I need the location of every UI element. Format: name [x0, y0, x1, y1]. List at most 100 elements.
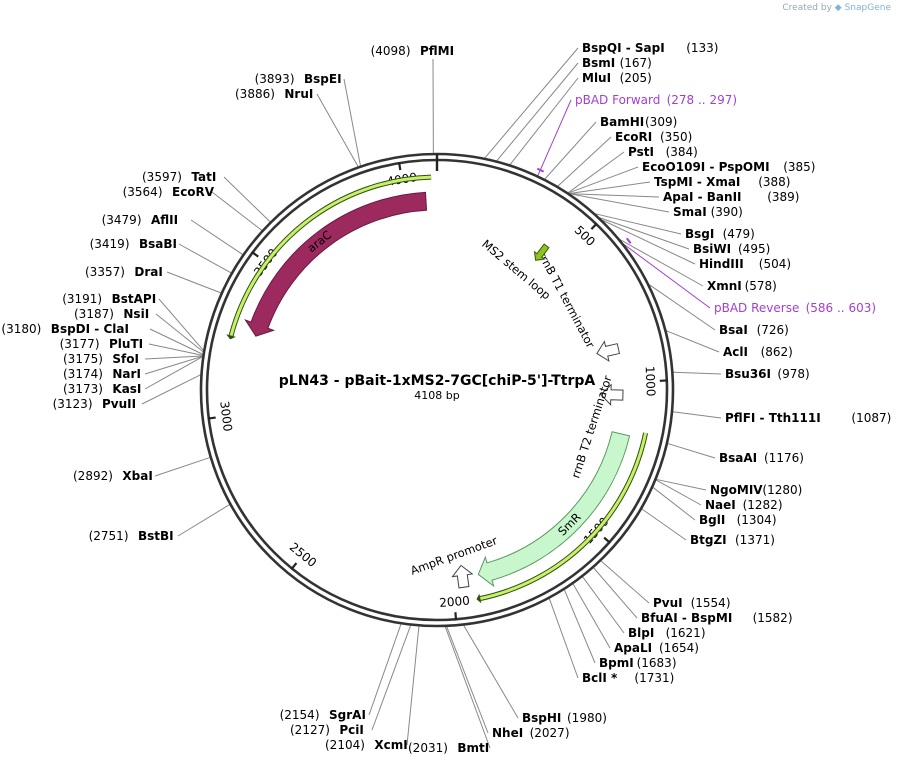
site-leader-line — [371, 625, 412, 731]
site-position: (1731) — [634, 671, 674, 685]
site-name: HindIII — [699, 257, 744, 271]
site-leader-line — [368, 624, 402, 716]
site-position: (167) — [620, 56, 652, 70]
tick-mark — [397, 161, 402, 171]
tick-mark — [290, 562, 298, 570]
site-position: (2031) — [408, 741, 448, 755]
site-name: BlpI — [628, 626, 654, 640]
credit-text: Created by — [782, 3, 832, 13]
site-position: (3893) — [255, 72, 295, 86]
site-name: BsmI — [582, 56, 615, 70]
site-name: TspMI - XmaI — [654, 175, 740, 189]
site-leader-line — [166, 271, 221, 294]
site-name: PluTI — [109, 337, 143, 351]
site-position: (205) — [620, 71, 652, 85]
site-leader-line — [557, 136, 612, 187]
site-position: (479) — [723, 227, 755, 241]
site-name: BspDI - ClaI — [51, 322, 129, 336]
site-name: EcoRV — [172, 185, 215, 199]
site-name: EcoO109I - PspOMI — [642, 160, 770, 174]
site-name: BstAPI — [112, 292, 157, 306]
site-leader-line — [649, 284, 716, 331]
site-leader-line — [666, 330, 720, 353]
orf-arrowhead — [226, 334, 236, 340]
site-position: (1621) — [666, 626, 706, 640]
site-position: (3597) — [142, 170, 182, 184]
backbone — [199, 152, 675, 628]
plasmid-length: 4108 bp — [414, 389, 459, 402]
site-name: ApaI - BanII — [663, 190, 742, 204]
site-name: EcoRI — [615, 130, 652, 144]
feature-smr-arrow — [477, 431, 631, 588]
feature-terminator-icon — [596, 340, 621, 363]
snapgene-logo-icon: ◆ — [834, 3, 842, 13]
site-leader-line — [652, 487, 696, 521]
site-name: NgoMIV — [710, 483, 763, 497]
site-name: ApaLI — [614, 641, 652, 655]
site-leader-line — [211, 191, 263, 231]
site-leader-line — [568, 166, 639, 194]
site-name: PvuII — [102, 397, 136, 411]
site-leader-line — [599, 217, 690, 250]
site-position: (578) — [745, 279, 777, 293]
site-leader-line — [620, 239, 704, 287]
tick-mark — [251, 251, 259, 258]
site-position: (3564) — [123, 185, 163, 199]
site-name: SmaI — [673, 205, 707, 219]
site-leader-line — [593, 567, 638, 619]
snapgene-credit: Created by ◆ SnapGene — [782, 3, 891, 13]
credit-brand: SnapGene — [844, 3, 891, 13]
feature-terminator-icon — [600, 383, 624, 406]
site-position: (1371) — [735, 533, 775, 547]
site-name: BfuAI - BspMI — [641, 611, 732, 625]
site-position: (978) — [777, 367, 809, 381]
site-position: (3419) — [90, 237, 130, 251]
site-position: (3479) — [102, 213, 142, 227]
site-name: XcmI — [374, 738, 407, 752]
site-leader-line — [568, 151, 625, 194]
site-leader-line — [656, 478, 707, 491]
primers — [536, 167, 632, 244]
site-position: (133) — [686, 41, 718, 55]
orf-arrowhead — [476, 593, 482, 604]
site-name: SfoI — [112, 352, 139, 366]
site-position: (3173) — [63, 382, 103, 396]
site-position: (2892) — [73, 469, 113, 483]
site-leader-line — [582, 576, 625, 634]
primer-name: pBAD Forward — [575, 93, 660, 107]
site-name: BmtI — [457, 741, 489, 755]
site-position: (3191) — [62, 292, 102, 306]
site-leader-line — [570, 193, 670, 213]
site-name: KasI — [112, 382, 141, 396]
site-leader-line — [144, 356, 203, 390]
tick-mark — [603, 536, 611, 544]
plasmid-title: pLN43 - pBait-1xMS2-7GC[chiP-5']-TtrpA — [279, 373, 596, 389]
site-name: BsaI — [719, 323, 748, 337]
tick-mark — [207, 416, 216, 420]
primer-leader-line — [537, 99, 572, 176]
site-name: BsaBI — [139, 237, 177, 251]
site-name: Bsu36I — [725, 367, 771, 381]
site-leader-line — [141, 374, 201, 405]
tick-mark — [590, 222, 598, 230]
site-leader-line — [154, 457, 210, 477]
site-leader-line — [548, 598, 579, 679]
site-position: (1683) — [637, 656, 677, 670]
site-leader-line — [316, 93, 359, 167]
site-name: BtgZI — [690, 533, 727, 547]
site-name: TatI — [191, 170, 216, 184]
tick-label: 1000 — [643, 366, 658, 397]
primer-leader-line — [623, 244, 711, 309]
site-position: (1582) — [753, 611, 793, 625]
site-leader-line — [641, 508, 687, 541]
feature-arac-arrow — [244, 191, 428, 337]
site-position: (3180) — [1, 322, 41, 336]
site-leader-line — [144, 355, 203, 360]
site-leader-line — [572, 583, 611, 649]
feature-promoter-icon — [451, 564, 474, 589]
primer-range: (278 .. 297) — [667, 93, 737, 107]
site-position: (2027) — [530, 726, 570, 740]
site-position: (726) — [757, 323, 789, 337]
site-position: (3175) — [63, 352, 103, 366]
site-name: NheI — [492, 726, 523, 740]
